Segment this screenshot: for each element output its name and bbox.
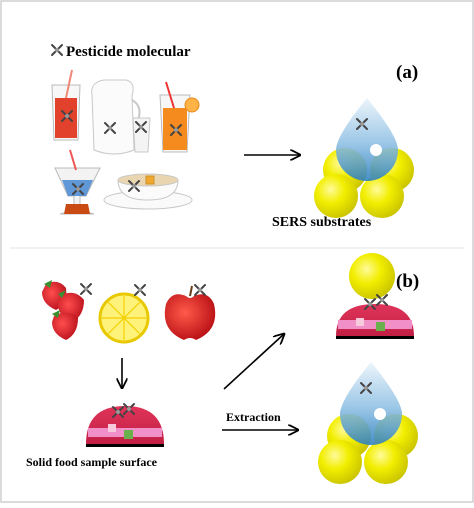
- apple-illustration: [164, 285, 216, 340]
- arrow-to-direct-contact: [223, 334, 284, 390]
- extraction-label: Extraction: [226, 410, 281, 424]
- sers-substrate-b: [318, 362, 418, 484]
- sers-substrates-label: SERS substrates: [272, 215, 372, 230]
- sers-substrate-a: [314, 98, 414, 218]
- beverages-illustration: [51, 69, 200, 215]
- droplet-a: [336, 98, 398, 181]
- droplet-b: [340, 362, 402, 445]
- legend-label: Pesticide molecular: [66, 44, 191, 60]
- strawberries-illustration: [42, 280, 84, 340]
- sample-surface-left: [86, 403, 164, 447]
- solid-food-label: Solid food sample surface: [26, 455, 158, 469]
- panel-b-label: (b): [396, 271, 420, 292]
- lemon-illustration: [98, 292, 150, 344]
- direct-sers-contact: [336, 253, 414, 339]
- panel-a-label: (a): [396, 62, 419, 83]
